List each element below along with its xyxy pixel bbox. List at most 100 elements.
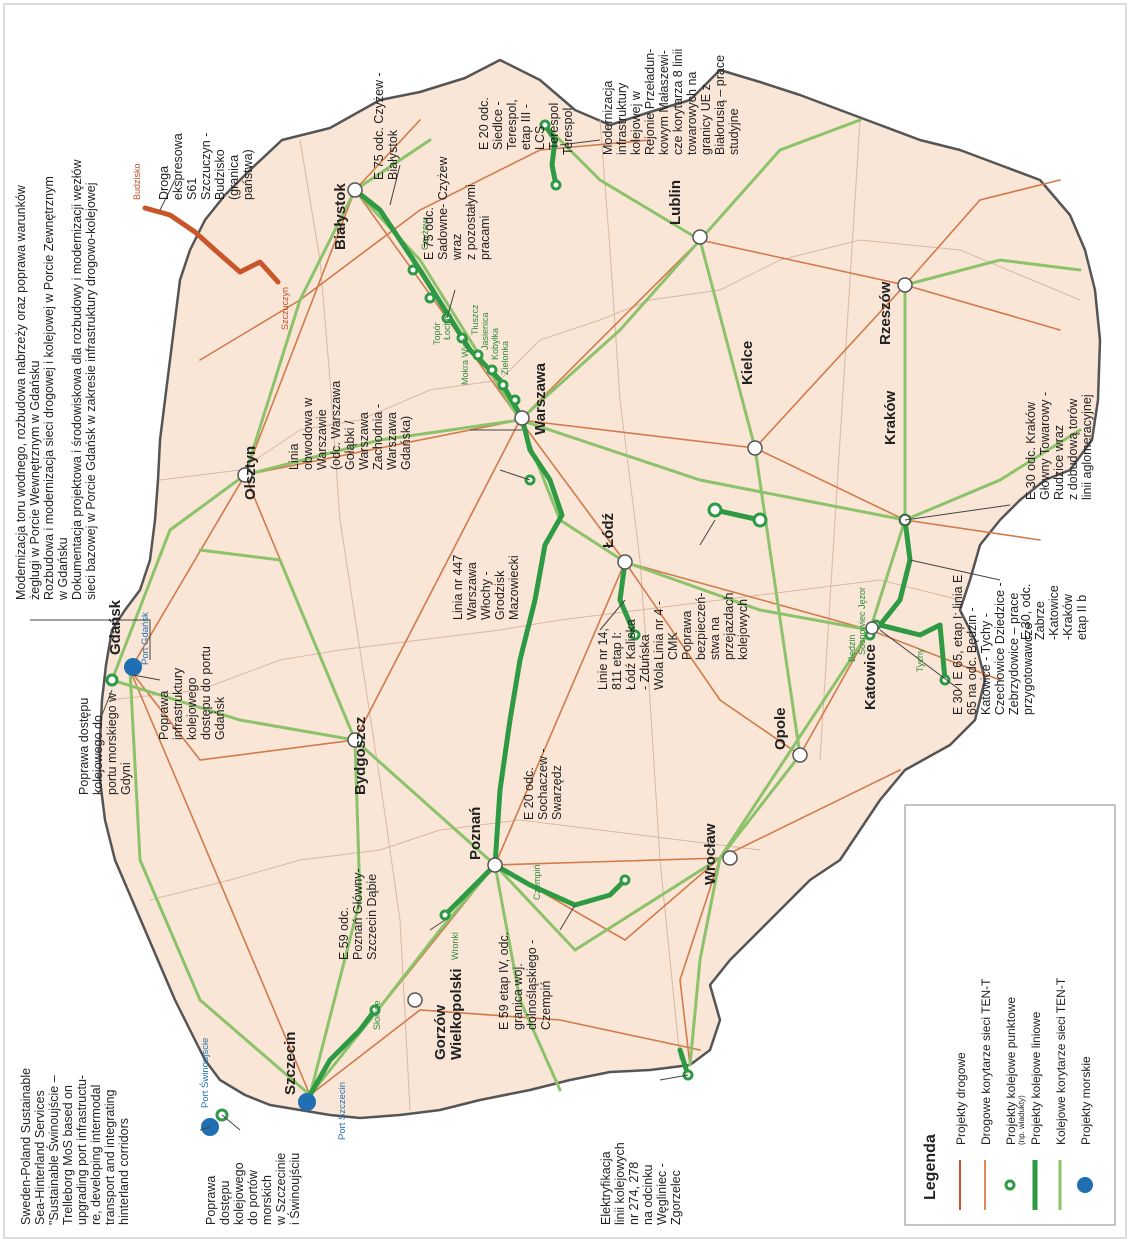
annotation-e20-terespol-line: etap III - xyxy=(519,104,533,150)
place-label: Port Szczecin xyxy=(337,1082,348,1140)
annotation-e20-sochaczew-line: Sochaczew - xyxy=(536,748,550,820)
annotation-line14-line: Łódź Kaliska xyxy=(624,619,638,690)
annotation-malaszewicze-line: Rejonie Przeładun- xyxy=(643,49,657,155)
annotation-elektryfikacja-line: Zgorzelec xyxy=(669,1170,683,1225)
annotation-e30-krakow-line: E 30 odc. Kraków xyxy=(1024,401,1038,500)
leader-lines xyxy=(30,139,1011,1131)
legend-label: Projekty kolejowe punktowe xyxy=(1004,997,1018,1145)
annotation-malaszewicze-line: Modernizacja xyxy=(601,81,615,155)
annotation-obwodowa-line: Warszawie xyxy=(315,409,329,470)
legend xyxy=(904,804,1116,1226)
annotation-sweden-line: Sweden-Poland Sustainable xyxy=(19,1068,33,1225)
annotation-obwodowa-line: Linia xyxy=(287,444,301,470)
annotation-e30-krakow-line: linii aglomeracyjnej xyxy=(1080,394,1094,500)
city-label: Kielce xyxy=(739,341,756,385)
annotation-port-gdansk-access-line: dostępu do portu xyxy=(199,646,213,740)
legend-sublabel: (np. wiadukty) xyxy=(1017,1095,1026,1145)
annotation-e30-e65-line: Czechowice Dziedzice - xyxy=(993,582,1007,715)
city-label: Białystok xyxy=(332,183,349,250)
annotation-szczecin-access-line: i Świnoujściu xyxy=(287,1153,302,1225)
city-label: Rzeszów xyxy=(877,281,894,345)
annotation-s61-line: państwa) xyxy=(241,149,255,200)
annotation-gdansk-port-line: Modernizacja toru wodnego, rozbudowa nab… xyxy=(14,184,28,600)
annotation-malaszewicze-line: cze korytarza 8 linii xyxy=(671,49,685,155)
annotation-e20-terespol-line: Terespol, xyxy=(505,99,519,150)
annotation-cmk-line: Poprawa xyxy=(680,611,694,660)
annotation-e20-sochaczew-line: E 20 odc. xyxy=(522,767,536,820)
annotation-obwodowa-line: Gdańska) xyxy=(399,416,413,470)
rail-line-projects xyxy=(307,122,948,1098)
annotation-e20-terespol-line: E 20 odc. xyxy=(477,97,491,150)
annotation-e30-e65-line: Zebrzydowice – prace xyxy=(1007,593,1021,715)
annotation-gdansk-port: Modernizacja toru wodnego, rozbudowa nab… xyxy=(14,159,98,601)
annotation-gdansk-port-line: żeglugi w Porcie Wewnętrznym w Gdańsku xyxy=(28,361,42,600)
annotation-cmk-line: przejazdach xyxy=(722,593,736,660)
annotation-e75-sadowne-line: Sadowne- Czyżew xyxy=(436,156,450,260)
annotation-e59-etap4-line: dolnośląskiego - xyxy=(525,940,539,1030)
annotation-e75-bialystok: E 75 odc. Czyżew -Białystok xyxy=(372,72,400,180)
city-markers xyxy=(237,182,913,1008)
place-label: Łochów xyxy=(442,308,452,340)
annotation-e75-sadowne-line: E 75 odc. xyxy=(422,207,436,260)
sea-project-szczecin xyxy=(298,1093,316,1111)
annotation-sweden-line: hinterland corridors xyxy=(117,1118,131,1225)
city-label: GorzówWielkopolski xyxy=(432,968,465,1060)
legend-item: Projekty drogowe xyxy=(954,1052,968,1210)
place-label: Terespol xyxy=(561,108,575,155)
place-label: Słonice xyxy=(372,1000,382,1030)
annotation-e30-zabrze-line: E 30, odc. xyxy=(1019,584,1033,640)
annotation-obwodowa-line: Warszawa xyxy=(357,412,371,470)
annotation-e30-zabrze-line: -Kraków xyxy=(1061,593,1075,640)
annotation-malaszewicze-line: Białorusią – prace xyxy=(713,55,727,155)
annotation-line14-line: 811 etap I: xyxy=(610,632,624,690)
place-label: Tłuszcz xyxy=(470,304,480,335)
annotation-e59-poznan-line: E 59 odc. xyxy=(337,907,351,960)
annotation-szczecin-access-line: Poprawa xyxy=(204,1176,218,1225)
legend-label: Drogowe korytarze sieci TEN-T xyxy=(979,978,993,1145)
place-label: Sosnowiec Jęzor xyxy=(857,587,867,655)
annotation-e59-etap4-line: granica woj. xyxy=(511,963,525,1030)
place-label: Kobyłka xyxy=(490,328,500,360)
place-label: Wronki xyxy=(450,932,460,960)
annotation-port-gdansk-access-line: infrastruktury xyxy=(171,667,185,740)
legend-label: Projekty morskie xyxy=(1079,1056,1093,1145)
annotation-sweden-line: re, developing intermodal xyxy=(89,1085,103,1225)
annotation-s61-line: ekspresowa xyxy=(171,133,185,200)
annotation-cmk-line: bezpieczeń- xyxy=(694,593,708,660)
annotation-e30-krakow-line: Główny Towarowy - xyxy=(1038,392,1052,500)
legend-item: Kolejowe korytarze sieci TEN-T xyxy=(1054,977,1068,1210)
annotation-cmk-line: Linia nr 4 - xyxy=(652,601,666,660)
annotation-malaszewicze-line: studyjne xyxy=(727,108,741,155)
legend-label: Kolejowe korytarze sieci TEN-T xyxy=(1054,977,1068,1145)
city-label: Poznań xyxy=(467,807,484,860)
annotation-line447-line: Linia nr 447 xyxy=(451,555,465,620)
annotation-s61-line: S61 xyxy=(185,178,199,200)
city-label: Gdańsk xyxy=(107,599,124,655)
annotation-elektryfikacja-line: Elektryfikacja xyxy=(599,1151,613,1225)
annotation-e59-poznan: E 59 odc.Poznań Główny-Szczecin Dąbie xyxy=(337,868,379,960)
annotation-e20-sochaczew: E 20 odc.Sochaczew -Swarzędz xyxy=(522,748,564,820)
annotation-line14-line: Linie nr 14, xyxy=(596,628,610,690)
annotation-e30-e65-line: Katowice - Tychy - xyxy=(979,613,993,715)
annotation-e30-krakow-line: Rudzice wraz xyxy=(1052,425,1066,500)
city-label: Olsztyn xyxy=(242,446,259,500)
annotation-szczecin-access-line: kolejowego xyxy=(232,1162,246,1225)
place-label: Czyżew xyxy=(420,218,430,250)
place-label: Będzin xyxy=(847,634,857,662)
annotation-e59-etap4-line: Czempiń xyxy=(539,981,553,1030)
annotation-s61-line: Budzisko xyxy=(213,149,227,200)
annotation-s61-line: Szczuczyn - xyxy=(199,133,213,200)
place-label: Port Gdańsk xyxy=(140,612,151,665)
annotation-obwodowa-line: Zachodnia - xyxy=(371,404,385,470)
annotation-elektryfikacja-line: Węgliniec - xyxy=(655,1163,669,1225)
annotation-line14-line: Wola xyxy=(652,662,666,690)
